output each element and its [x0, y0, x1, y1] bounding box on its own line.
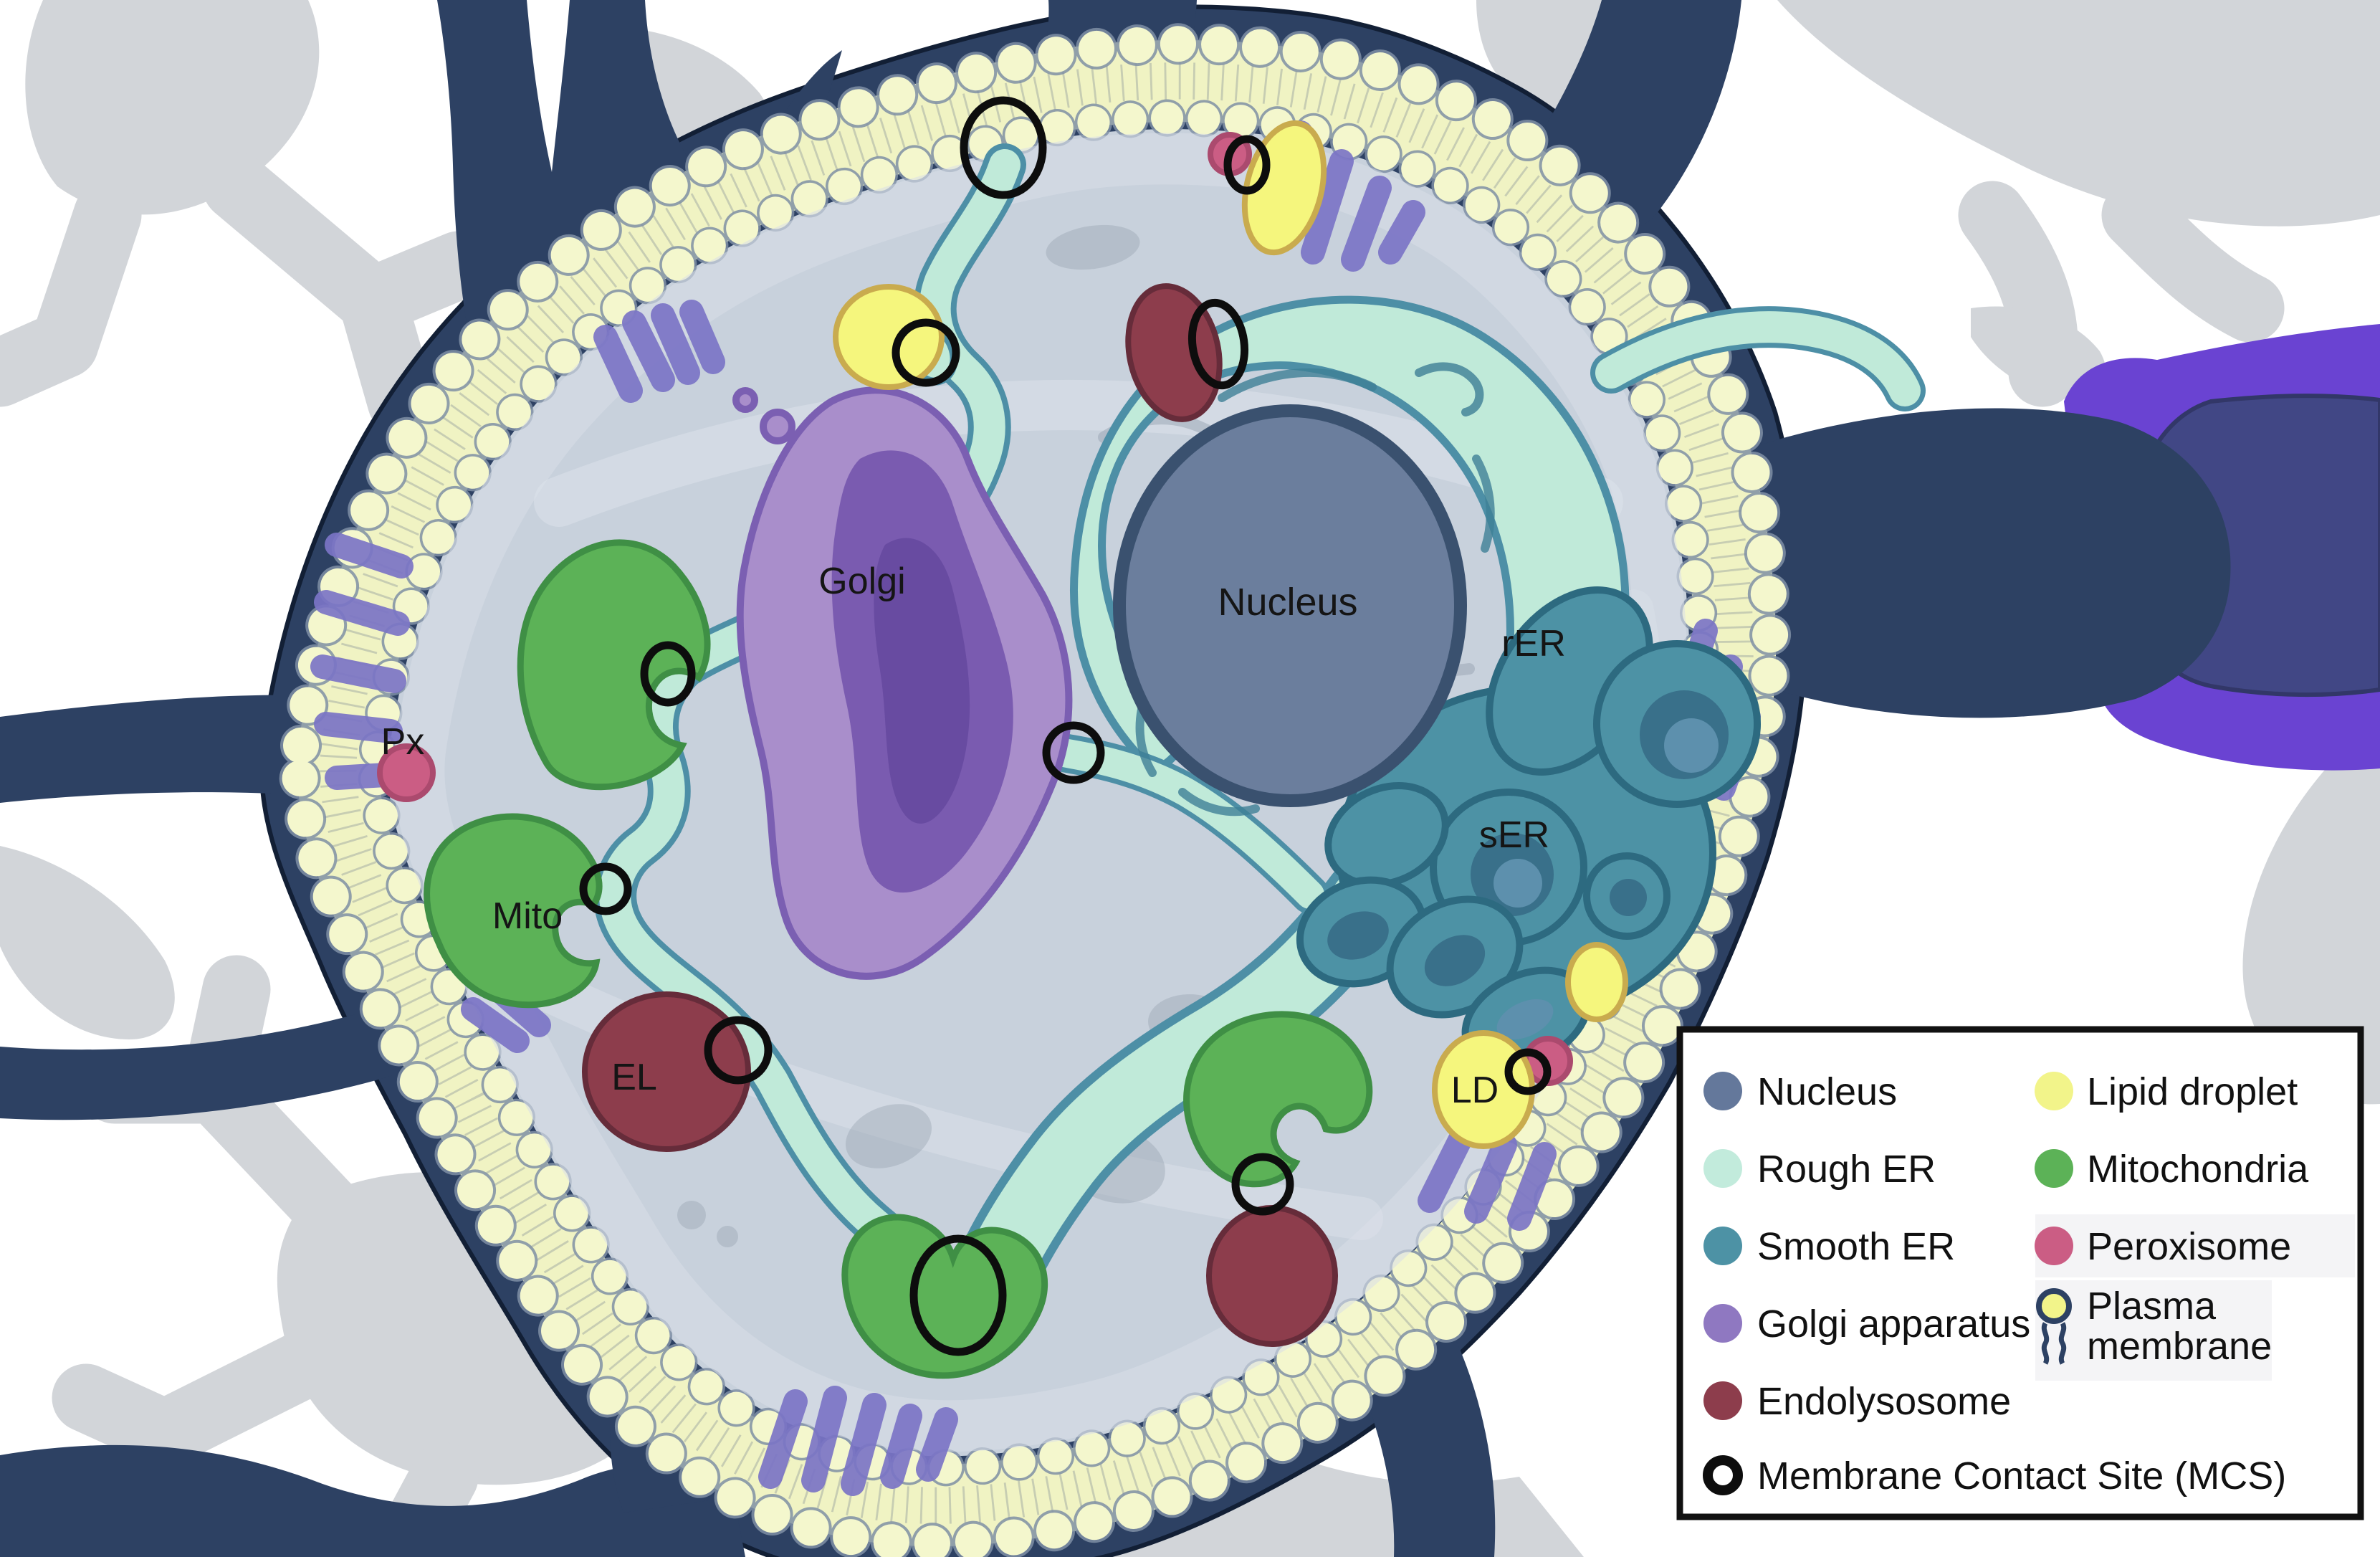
legend-item-nucleus: Nucleus [1703, 1070, 1897, 1113]
golgi-swatch [1703, 1304, 1742, 1343]
dendrite-bottom-left [0, 1444, 745, 1557]
dendrite-top-right [1526, 0, 1741, 232]
golgi-vesicle [760, 409, 795, 444]
axon-hillock [1720, 408, 2231, 718]
peroxisome-swatch [2035, 1227, 2073, 1265]
golgi-apparatus [732, 386, 1073, 980]
golgi-vesicle [732, 387, 758, 413]
mcs-ring [640, 641, 696, 707]
legend-label: Membrane Contact Site (MCS) [1757, 1454, 2286, 1498]
smooth-er-label: sER [1479, 814, 1549, 856]
mitochondria-label: Mito [492, 895, 563, 937]
legend-label: Mitochondria [2087, 1148, 2309, 1191]
legend-item-golgi: Golgi apparatus [1703, 1303, 2030, 1346]
legend-label: Rough ER [1757, 1148, 1936, 1191]
membrane-contact-sites [579, 96, 1552, 1356]
endolysosome-swatch [1703, 1381, 1742, 1420]
nucleus [1113, 404, 1467, 807]
mcs-ring [1187, 298, 1249, 390]
mcs-ring [704, 1016, 773, 1085]
mcs-ring [960, 96, 1047, 199]
peroxisome [377, 743, 436, 802]
mitochondria-swatch [2035, 1149, 2073, 1188]
legend-item-peroxisome: Peroxisome [2035, 1225, 2291, 1268]
mcs-ring [892, 318, 960, 387]
legend-item-rough-er: Rough ER [1703, 1148, 1936, 1191]
legend-label: Peroxisome [2087, 1225, 2291, 1268]
legend-item-mitochondria: Mitochondria [2035, 1148, 2309, 1191]
mcs-ring [1231, 1153, 1294, 1216]
legend-label: Smooth ER [1757, 1225, 1955, 1268]
organelle-labels: Nucleus rER sER Golgi Mito Px EL LD [381, 561, 1566, 1111]
legend-item-endolysosome: Endolysosome [1703, 1380, 2011, 1423]
legend: Nucleus Rough ER Smooth ER Golgi apparat… [1676, 1026, 2364, 1520]
mcs-ring [909, 1234, 1007, 1356]
legend-label: Endolysosome [1757, 1380, 2011, 1423]
nucleus-swatch [1703, 1072, 1742, 1110]
mitochondrion [1183, 1011, 1373, 1188]
endolysosome [582, 991, 751, 1152]
legend-label: Golgi apparatus [1757, 1303, 2030, 1346]
dendrite-left-lower [0, 996, 437, 1120]
golgi-label: Golgi [818, 561, 905, 602]
nucleus-label: Nucleus [1218, 581, 1357, 624]
legend-label-line1: Plasma [2087, 1285, 2217, 1328]
mcs-ring [1504, 1048, 1552, 1095]
legend-item-plasma-membrane: Plasma membrane [2036, 1285, 2272, 1368]
lipid-tail-icon [2041, 1322, 2067, 1365]
legend-label-line2: membrane [2087, 1325, 2272, 1368]
smooth-er-swatch [1703, 1227, 1742, 1265]
mcs-ring [1223, 135, 1271, 195]
plasma-membrane-icon [2036, 1288, 2072, 1324]
mitochondrion [424, 813, 603, 1009]
er-membrane-folds [1135, 362, 1495, 816]
legend-item-smooth-er: Smooth ER [1703, 1225, 1955, 1268]
peroxisome-label: Px [381, 721, 425, 763]
mitochondrion [517, 539, 711, 791]
legend-label: Lipid droplet [2087, 1070, 2298, 1113]
lipid-droplet [1565, 942, 1628, 1022]
mcs-ring [1042, 721, 1105, 784]
lipid-droplet-swatch [2035, 1072, 2073, 1110]
legend-label: Nucleus [1757, 1070, 1897, 1113]
rough-er-swatch [1703, 1149, 1742, 1188]
legend-item-mcs: Membrane Contact Site (MCS) [1703, 1454, 2286, 1498]
legend-item-lipid-droplet: Lipid droplet [2035, 1070, 2298, 1113]
endolysosome-label: EL [611, 1057, 657, 1098]
lipid-droplet [833, 284, 945, 390]
endolysosome [1206, 1205, 1338, 1347]
mcs-icon [1703, 1455, 1743, 1495]
rough-er-label: rER [1501, 623, 1566, 665]
mcs-ring [579, 862, 632, 915]
lipid-droplet-label: LD [1451, 1070, 1499, 1111]
